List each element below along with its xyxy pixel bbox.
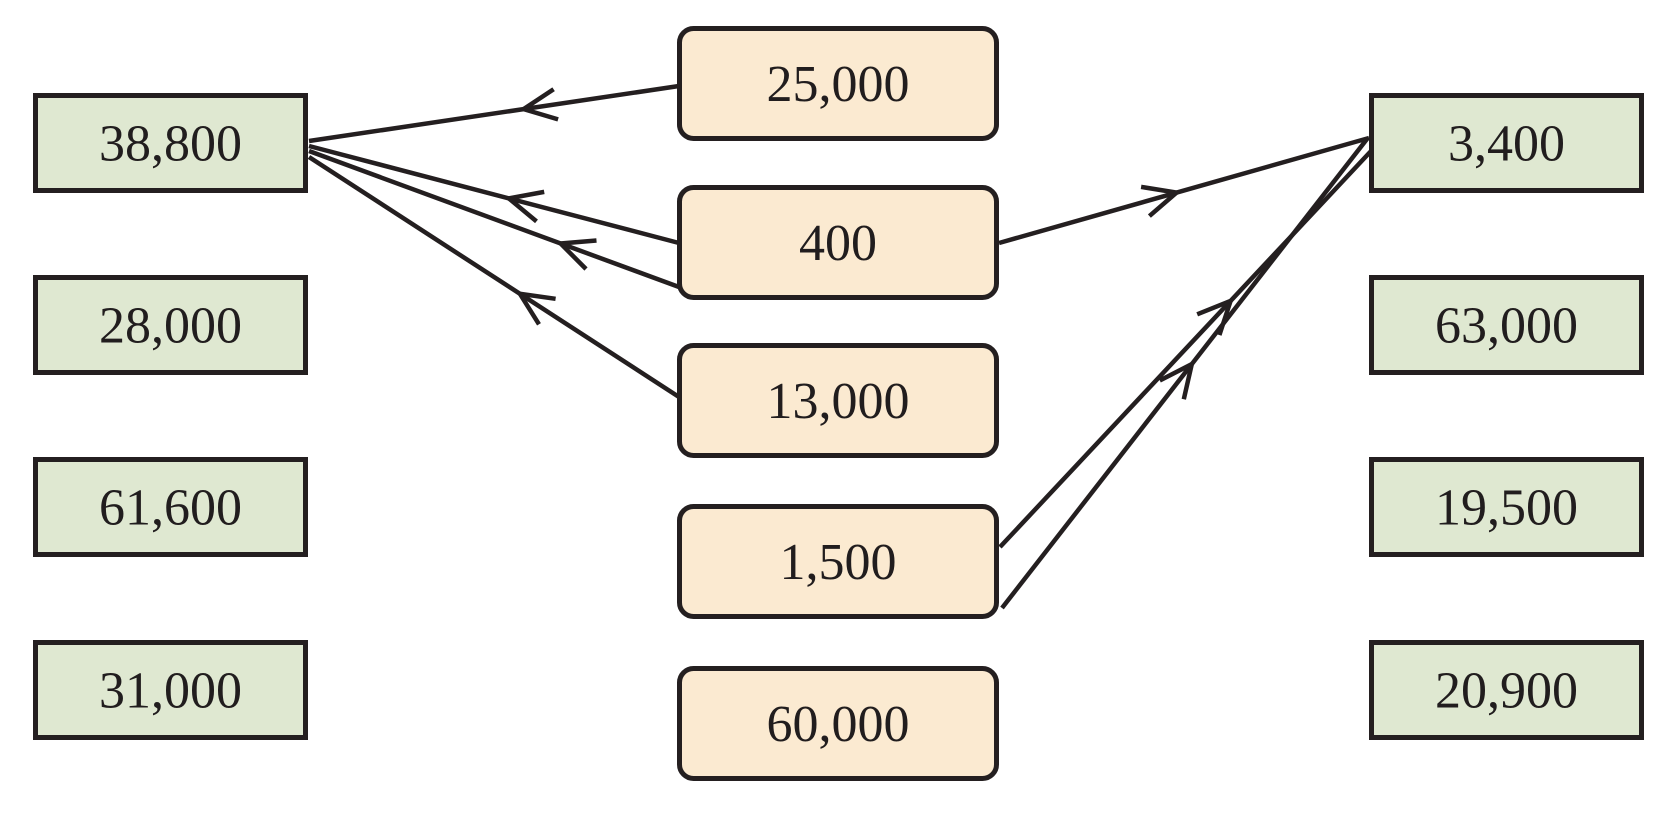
node-label-M3: 13,000 — [767, 373, 910, 430]
node-rect-M2 — [677, 185, 999, 300]
arrow-shaft — [998, 135, 1370, 246]
arrow-shaft — [308, 83, 680, 144]
node-label-R2: 63,000 — [1435, 298, 1578, 355]
node-label-M5: 60,000 — [767, 696, 910, 753]
arrow-M2-to-L1-upper — [308, 143, 680, 246]
node-rect-L4 — [33, 640, 308, 740]
arrow-shaft — [307, 155, 681, 399]
node-rect-R2 — [1369, 275, 1644, 375]
node-label-L2: 28,000 — [99, 298, 242, 355]
arrowhead-icon — [518, 87, 559, 122]
node-rect-M3 — [677, 343, 999, 458]
arrow-shaft — [308, 143, 680, 246]
node-rect-R3 — [1369, 457, 1644, 557]
arrow-M4-to-R1-lower — [1000, 137, 1369, 610]
node-box-M3: 13,000 — [677, 343, 999, 458]
node-label-R1: 3,400 — [1448, 116, 1565, 173]
arrowhead-icon — [503, 189, 545, 224]
node-label-M2: 400 — [799, 215, 877, 272]
node-rect-M1 — [677, 26, 999, 141]
node-rect-M4 — [677, 504, 999, 619]
node-box-L1: 38,800 — [33, 93, 308, 193]
node-rect-L3 — [33, 457, 308, 557]
node-rect-R4 — [1369, 640, 1644, 740]
arrow-M4-to-R1-upper — [998, 148, 1374, 549]
node-box-R2: 63,000 — [1369, 275, 1644, 375]
arrow-shaft — [308, 148, 680, 290]
node-label-L4: 31,000 — [99, 663, 242, 720]
node-rect-L2 — [33, 275, 308, 375]
node-box-M4: 1,500 — [677, 504, 999, 619]
arrowhead-icon — [1158, 359, 1196, 400]
node-rect-L1 — [33, 93, 308, 193]
arrow-shaft — [998, 148, 1374, 549]
arrowhead-icon — [555, 238, 597, 271]
node-box-R4: 20,900 — [1369, 640, 1644, 740]
node-box-R1: 3,400 — [1369, 93, 1644, 193]
node-box-R3: 19,500 — [1369, 457, 1644, 557]
node-box-L2: 28,000 — [33, 275, 308, 375]
node-label-M1: 25,000 — [767, 56, 910, 113]
node-box-M2: 400 — [677, 185, 999, 300]
node-label-L1: 38,800 — [99, 116, 242, 173]
node-box-M1: 25,000 — [677, 26, 999, 141]
node-label-R4: 20,900 — [1435, 663, 1578, 720]
arrow-M2-to-R1 — [998, 135, 1370, 246]
arrowhead-icon — [515, 290, 556, 326]
arrow-M2-to-L1-lower — [308, 148, 680, 290]
node-box-M5: 60,000 — [677, 666, 999, 781]
node-box-L3: 61,600 — [33, 457, 308, 557]
node-box-L4: 31,000 — [33, 640, 308, 740]
node-rect-M5 — [677, 666, 999, 781]
node-label-R3: 19,500 — [1435, 480, 1578, 537]
node-label-M4: 1,500 — [780, 534, 897, 591]
arrowhead-icon — [1140, 184, 1182, 218]
node-label-L3: 61,600 — [99, 480, 242, 537]
arrow-M3-to-L1 — [307, 155, 681, 399]
arrow-M1-to-L1 — [308, 83, 680, 144]
node-rect-R1 — [1369, 93, 1644, 193]
arrow-shaft — [1000, 137, 1369, 610]
